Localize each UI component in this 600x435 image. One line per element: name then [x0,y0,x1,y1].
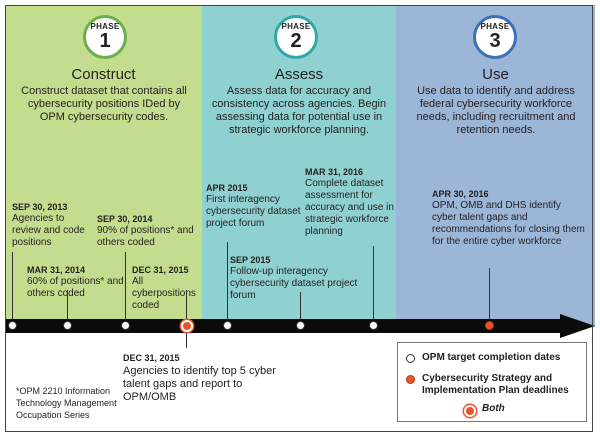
timeline-marker-open [121,321,130,330]
event-sep-2013: SEP 30, 2013 Agencies to review and code… [12,201,86,249]
phase-3-badge-number: 3 [489,30,501,52]
event-text: Complete dataset assessment for accuracy… [305,178,394,237]
legend-label: Both [482,403,505,414]
event-date: DEC 31, 2015 [123,353,180,363]
event-leader-line [186,330,187,348]
phase-1-badge-number: 1 [99,30,111,52]
phase-3-badge: PHASE 3 [473,15,517,59]
phase-2-title: Assess [274,66,324,83]
event-leader-line [12,252,13,322]
legend-item-deadlines: Cybersecurity Strategy and Implementatio… [422,373,584,397]
event-text: 60% of positions* and others coded [27,276,124,299]
event-text: Agencies to identify top 5 cyber talent … [123,365,276,403]
event-mar-2014: MAR 31, 2014 60% of positions* and other… [27,264,125,300]
event-text: First interagency cybersecurity dataset … [206,194,301,229]
phase-3-title: Use [482,66,509,83]
timeline-marker-deadline [485,321,494,330]
event-leader-line [300,292,301,322]
event-date: SEP 30, 2013 [12,202,68,212]
timeline-marker-open [63,321,72,330]
event-leader-line [373,246,374,322]
phase-2-badge-number: 2 [290,30,302,52]
red-circle-icon [406,375,415,384]
event-date: APR 2015 [206,183,248,193]
timeline-marker-open [296,321,305,330]
phase-1-badge-word: PHASE [90,22,120,31]
event-leader-line [489,268,490,322]
timeline-marker-open [8,321,17,330]
red-ringed-circle-icon [464,405,476,417]
event-apr-2015: APR 2015 First interagency cybersecurity… [206,182,302,230]
phase-1-description: Construct dataset that contains all cybe… [21,85,187,123]
legend-item-both: Both [482,403,505,415]
event-leader-line [227,242,228,322]
outer-frame [5,5,593,432]
event-mar-2016: MAR 31, 2016 Complete dataset assessment… [305,166,395,238]
event-date: MAR 31, 2014 [27,265,86,275]
event-leader-line [186,290,187,322]
event-sep-2014: SEP 30, 2014 90% of positions* and other… [97,213,197,249]
phase-3-badge-word: PHASE [480,22,510,31]
phase-1-title: Construct [71,66,136,83]
legend-item-opm-target: OPM target completion dates [422,352,582,364]
event-text: OPM, OMB and DHS identify cyber talent g… [432,200,585,247]
event-dec-2015: DEC 31, 2015 All cyberpositions coded [132,264,204,312]
timeline-marker-both [181,320,193,332]
timeline-marker-open [369,321,378,330]
phase-2-badge: PHASE 2 [274,15,318,59]
event-date: DEC 31, 2015 [132,265,189,275]
legend-label: Cybersecurity Strategy and Implementatio… [422,373,569,396]
open-circle-icon [406,354,415,363]
event-below-dec-2015: DEC 31, 2015 Agencies to identify top 5 … [123,352,293,404]
event-text: 90% of positions* and others coded [97,225,194,248]
event-sep-2015: SEP 2015 Follow-up interagency cybersecu… [230,254,380,302]
event-text: Follow-up interagency cybersecurity data… [230,266,358,301]
event-text: All cyberpositions coded [132,276,196,311]
event-date: MAR 31, 2016 [305,167,364,177]
legend: OPM target completion dates Cybersecurit… [397,342,587,422]
phase-2-badge-word: PHASE [281,22,311,31]
event-date: APR 30, 2016 [432,189,489,199]
event-apr-2016: APR 30, 2016 OPM, OMB and DHS identify c… [432,188,587,248]
event-text: Agencies to review and code positions [12,213,85,248]
legend-label: OPM target completion dates [422,352,561,363]
phase-1-badge: PHASE 1 [83,15,127,59]
event-date: SEP 2015 [230,255,271,265]
footnote: *OPM 2210 Information Technology Managem… [16,386,117,420]
phase-3-description: Use data to identify and address federal… [416,85,576,136]
timeline-marker-open [223,321,232,330]
event-leader-line [67,290,68,322]
event-leader-line [125,252,126,322]
phase-2-description: Assess data for accuracy and consistency… [211,85,387,136]
event-date: SEP 30, 2014 [97,214,153,224]
